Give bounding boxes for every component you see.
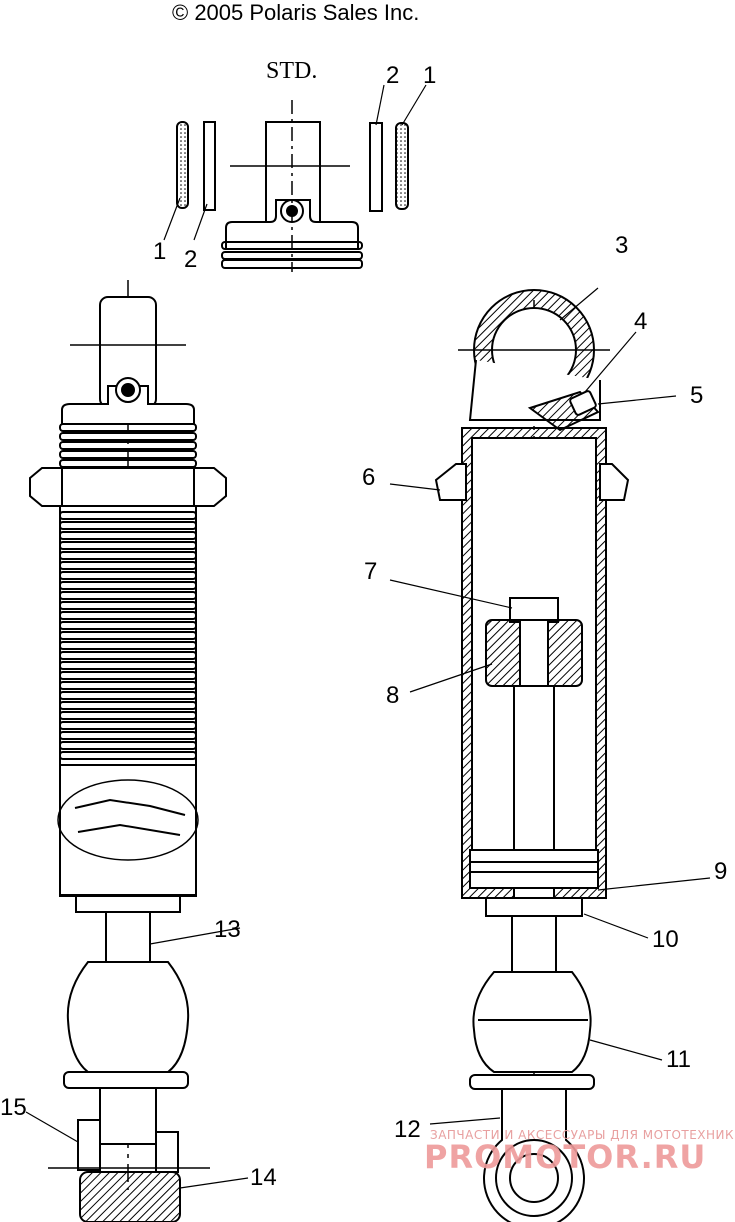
left-body-thread	[59, 751, 197, 760]
left-body-thread	[59, 691, 197, 700]
left-bumper	[66, 961, 190, 1073]
left-shock-exterior	[25, 280, 249, 1222]
callout-12: 12	[394, 1116, 421, 1143]
callout-1-right: 1	[423, 62, 437, 89]
left-lower-stem	[99, 1087, 157, 1145]
right-collar-left	[434, 463, 467, 501]
callout-8: 8	[386, 682, 400, 709]
left-body-thread	[59, 651, 197, 660]
callout-10: 10	[652, 926, 679, 953]
right-collar-right	[599, 463, 630, 501]
left-shaft	[105, 911, 151, 963]
right-bumper	[472, 971, 592, 1073]
left-body-thread	[59, 731, 197, 740]
left-body-thread	[59, 521, 197, 530]
left-body-thread	[59, 711, 197, 720]
watermark-tagline: ЗАПЧАСТИ И АКСЕССУАРЫ ДЛЯ МОТОТЕХНИКИ	[430, 1128, 735, 1142]
left-upper-threads	[59, 423, 197, 468]
watermark-logo: PROMOTOR.RU	[424, 1138, 707, 1176]
callout-6: 6	[362, 464, 376, 491]
left-body-threads	[59, 511, 197, 760]
right-valve	[569, 390, 597, 416]
callout-9: 9	[714, 858, 728, 885]
left-decal	[57, 779, 199, 861]
left-body-thread	[59, 601, 197, 610]
left-body-thread	[59, 611, 197, 620]
left-body-thread	[59, 641, 197, 650]
left-clevis-side-l	[77, 1119, 101, 1171]
left-body-thread	[59, 661, 197, 670]
left-body-thread	[59, 511, 197, 520]
bushing-1-right	[395, 122, 409, 210]
left-body-thread	[59, 581, 197, 590]
right-bottom-seal	[469, 849, 599, 889]
left-body-thread	[59, 741, 197, 750]
copyright-text: © 2005 Polaris Sales Inc.	[172, 0, 420, 25]
left-body-thread	[59, 681, 197, 690]
callout-11: 11	[666, 1046, 691, 1073]
callout-2-left: 2	[184, 246, 198, 273]
left-body-thread	[59, 721, 197, 730]
left-clevis-side-r	[155, 1131, 179, 1173]
callout-5: 5	[690, 382, 704, 409]
left-body-thread	[59, 571, 197, 580]
right-piston-rod	[513, 685, 555, 937]
callout-4: 4	[634, 308, 648, 335]
callout-14: 14	[250, 1164, 277, 1191]
left-lower-body	[59, 764, 197, 896]
right-lower-shaft	[511, 915, 557, 973]
right-shock-section	[389, 287, 711, 1222]
right-bottom-cap	[485, 897, 583, 917]
spacer-2-right	[369, 122, 383, 212]
left-body-thread	[59, 631, 197, 640]
callout-2-right: 2	[386, 62, 400, 89]
left-spring-collar	[29, 467, 227, 507]
callout-15: 15	[0, 1094, 27, 1121]
left-body-thread	[59, 621, 197, 630]
left-bottom-bushing	[79, 1171, 181, 1222]
left-body-thread	[59, 561, 197, 570]
callout-3: 3	[615, 232, 629, 259]
bushing-1-left	[176, 121, 189, 209]
left-body-thread	[59, 551, 197, 560]
right-lower-washer	[469, 1074, 595, 1090]
left-body-thread	[59, 701, 197, 710]
left-body-thread	[59, 531, 197, 540]
left-lower-washer	[63, 1071, 189, 1089]
std-label: STD.	[266, 58, 318, 84]
right-piston-nut	[509, 597, 559, 623]
std-detail	[163, 84, 427, 272]
callout-7: 7	[364, 558, 378, 585]
spacer-2-left	[203, 121, 216, 211]
left-body-thread	[59, 591, 197, 600]
callout-13: 13	[214, 916, 241, 943]
left-body-thread	[59, 671, 197, 680]
left-bottom-cap	[75, 895, 181, 913]
left-body-thread	[59, 541, 197, 550]
callout-1-left: 1	[153, 238, 167, 265]
